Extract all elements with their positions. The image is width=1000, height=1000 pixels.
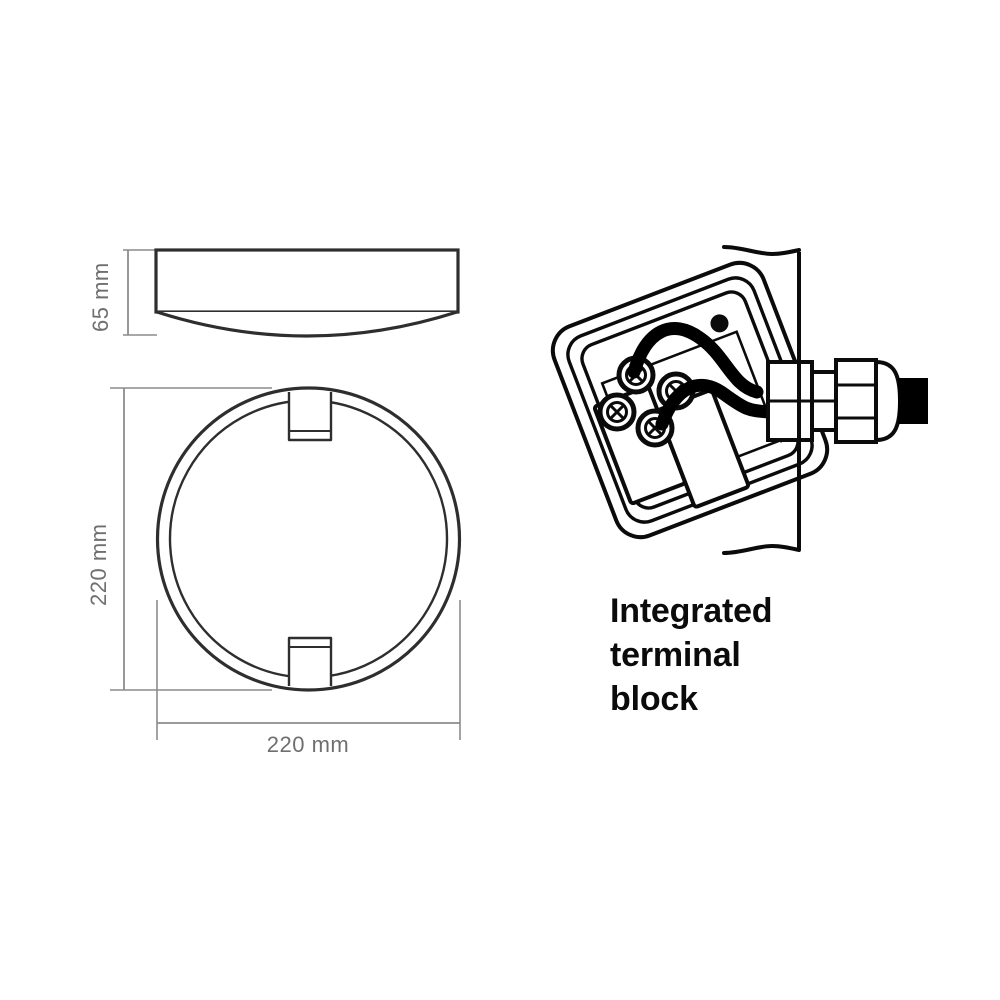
circular-plan-view <box>155 386 462 692</box>
dimension-65mm-label: 65 mm <box>88 262 113 332</box>
gland-dome-nose <box>874 359 903 443</box>
dimension-220mm-horizontal: 220 mm <box>156 600 461 757</box>
mounting-flange-top-curve <box>722 245 801 257</box>
callout-line-1: Integrated <box>610 592 772 630</box>
mounting-hole-icon <box>710 314 729 333</box>
wire-group <box>627 322 775 431</box>
bottom-notch-outline <box>287 636 333 686</box>
dimension-65mm: 65 mm <box>88 249 157 336</box>
wire-lower <box>655 378 775 431</box>
side-view-body-rect <box>154 248 460 314</box>
plan-view-top-notch <box>287 392 333 444</box>
terminal-screw-icon <box>597 392 637 432</box>
dimension-220v-label: 220 mm <box>86 524 111 606</box>
side-view-diffuser-arc <box>155 310 459 338</box>
top-notch-outline <box>287 392 333 442</box>
dimension-220mm-vertical: 220 mm <box>86 387 272 691</box>
side-elevation-view <box>154 248 460 338</box>
dimension-220h-label: 220 mm <box>267 732 349 757</box>
terminal-block-detail-view <box>550 245 928 555</box>
gland-compression-cap <box>834 358 878 444</box>
mounting-flange-bottom-curve <box>722 543 801 555</box>
gland-cable-end <box>898 378 928 424</box>
cable-gland-assembly <box>766 358 928 444</box>
plan-view-bottom-notch <box>287 634 333 686</box>
callout-line-3: block <box>610 680 698 718</box>
terminal-block-callout: Integrated terminal block <box>610 592 773 718</box>
callout-line-2: terminal <box>610 636 741 674</box>
wire-upper <box>627 322 764 399</box>
